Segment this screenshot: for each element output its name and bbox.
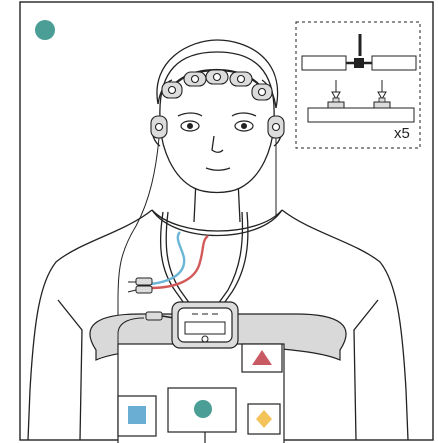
monitor-device	[172, 302, 238, 348]
electrode-attachment-inset: x5	[296, 22, 420, 148]
marker-circle-box	[168, 388, 236, 432]
teal-indicator-dot	[35, 20, 55, 40]
marker-triangle-box	[242, 344, 282, 372]
inset-multiplier-label: x5	[394, 125, 410, 142]
marker-diamond-box	[248, 404, 280, 434]
marker-square-box	[118, 396, 156, 436]
